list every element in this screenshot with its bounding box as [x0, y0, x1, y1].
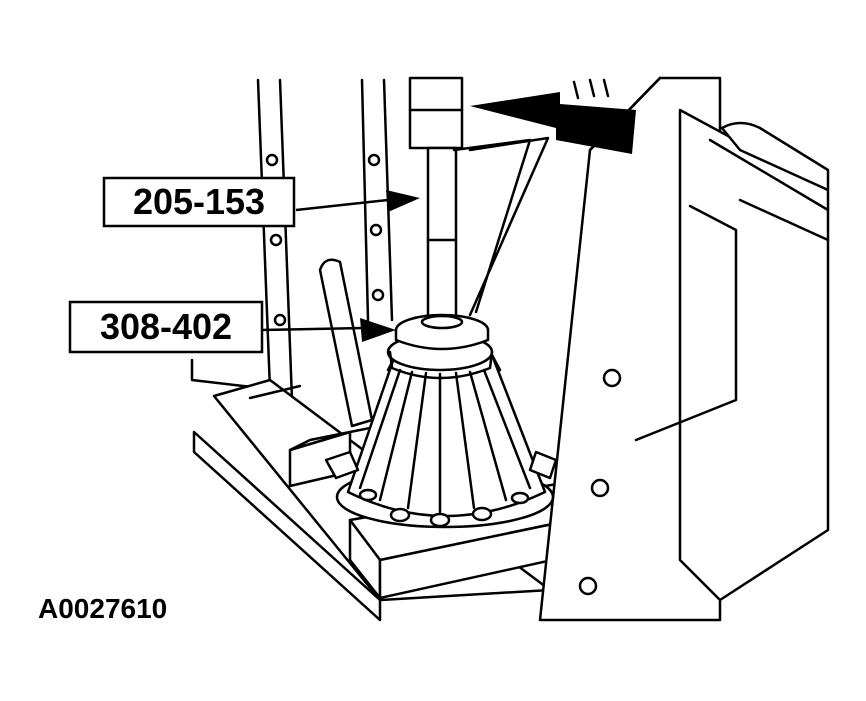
press-frame-left [190, 78, 394, 402]
callout-label-205-153: 205-153 [133, 181, 265, 222]
press-frame-right [538, 76, 830, 622]
leader-205-153 [295, 190, 420, 212]
press-lever [318, 258, 374, 428]
callout-box-205-153: 205-153 [102, 176, 296, 228]
figure-id: A0027610 [38, 593, 167, 624]
motion-arrow [470, 78, 636, 154]
callout-label-308-402: 308-402 [100, 306, 232, 347]
installer-tool-308-402 [394, 313, 490, 351]
transmission-housing [324, 332, 558, 529]
callout-box-308-402: 308-402 [68, 300, 264, 354]
leader-308-402 [261, 318, 396, 342]
press-ram [408, 76, 550, 324]
